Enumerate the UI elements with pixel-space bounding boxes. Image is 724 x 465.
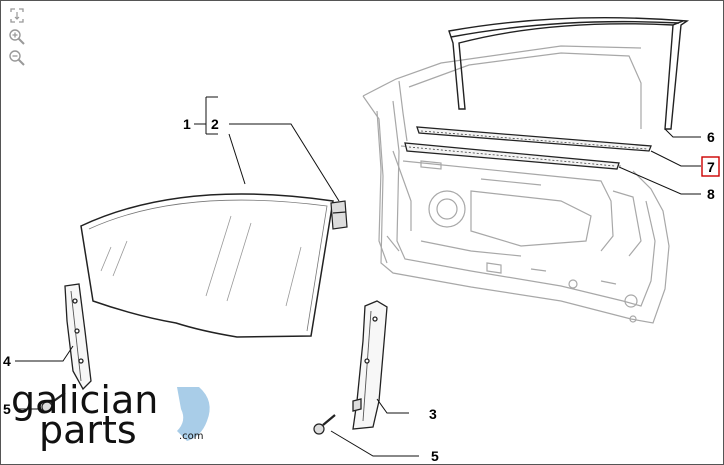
logo-line-1: galician [11,381,158,422]
leader-lines [15,96,701,457]
outer-weatherstrip [416,126,652,152]
door-glass [80,193,334,338]
callout-4: 4 [3,353,11,369]
glass-clip [330,200,348,230]
logo-map-shape [177,387,210,441]
callout-3: 3 [429,406,437,422]
zoom-out-icon[interactable] [7,49,27,67]
inner-weatherstrip [404,142,620,170]
screw-lower [313,414,336,435]
selected-part-highlight[interactable] [701,156,720,177]
galicianparts-logo: galician parts .com [11,381,210,451]
front-regulator-rail [64,283,92,391]
logo-suffix: .com [179,431,204,442]
callout-7[interactable]: 7 [707,159,715,175]
zoom-in-icon[interactable] [7,28,27,46]
callout-5-bottom: 5 [431,448,439,464]
fit-icon[interactable] [7,7,27,25]
callout-8: 8 [707,186,715,202]
window-frame-seal [448,16,690,130]
logo-line-2: parts [39,408,137,451]
screw-left [41,392,66,413]
zoom-toolbar [7,7,27,67]
rear-regulator-rail [352,300,388,430]
callout-6: 6 [707,129,715,145]
callout-5-left: 5 [3,401,11,417]
callout-1: 1 [183,116,191,132]
callout-2: 2 [211,116,219,132]
door-panel [362,45,670,324]
